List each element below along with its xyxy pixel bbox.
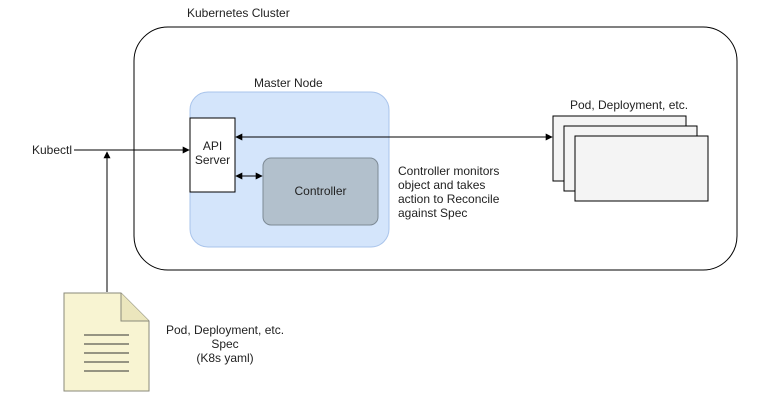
spec-label: Pod, Deployment, etc. Spec (K8s yaml) [150,323,300,365]
spec-label-line3: (K8s yaml) [196,351,254,365]
master-node-label: Master Node [254,76,323,90]
resources-label: Pod, Deployment, etc. [570,98,689,112]
controller-note-line2: object and takes [398,178,486,192]
api-server-label-line1: API [202,139,223,153]
api-server-box [189,117,236,193]
kubectl-label: Kubectl [32,143,73,157]
controller-note-line3: action to Reconcile [398,192,500,206]
controller-note: Controller monitors object and takes act… [398,164,499,220]
cluster-label: Kubernetes Cluster [187,6,290,20]
spec-label-line2: Spec [211,337,239,351]
controller-note-line4: against Spec [398,206,468,220]
resource-stack [552,115,709,202]
api-server-label-line2: Server [194,153,231,167]
spec-document-icon [63,292,150,392]
resource-card-front [574,135,709,202]
controller-box [262,157,379,226]
api-server-label: API Server [190,139,235,167]
controller-label: Controller [294,184,347,198]
controller-note-line1: Controller monitors [398,164,500,178]
spec-label-line1: Pod, Deployment, etc. [165,323,285,337]
